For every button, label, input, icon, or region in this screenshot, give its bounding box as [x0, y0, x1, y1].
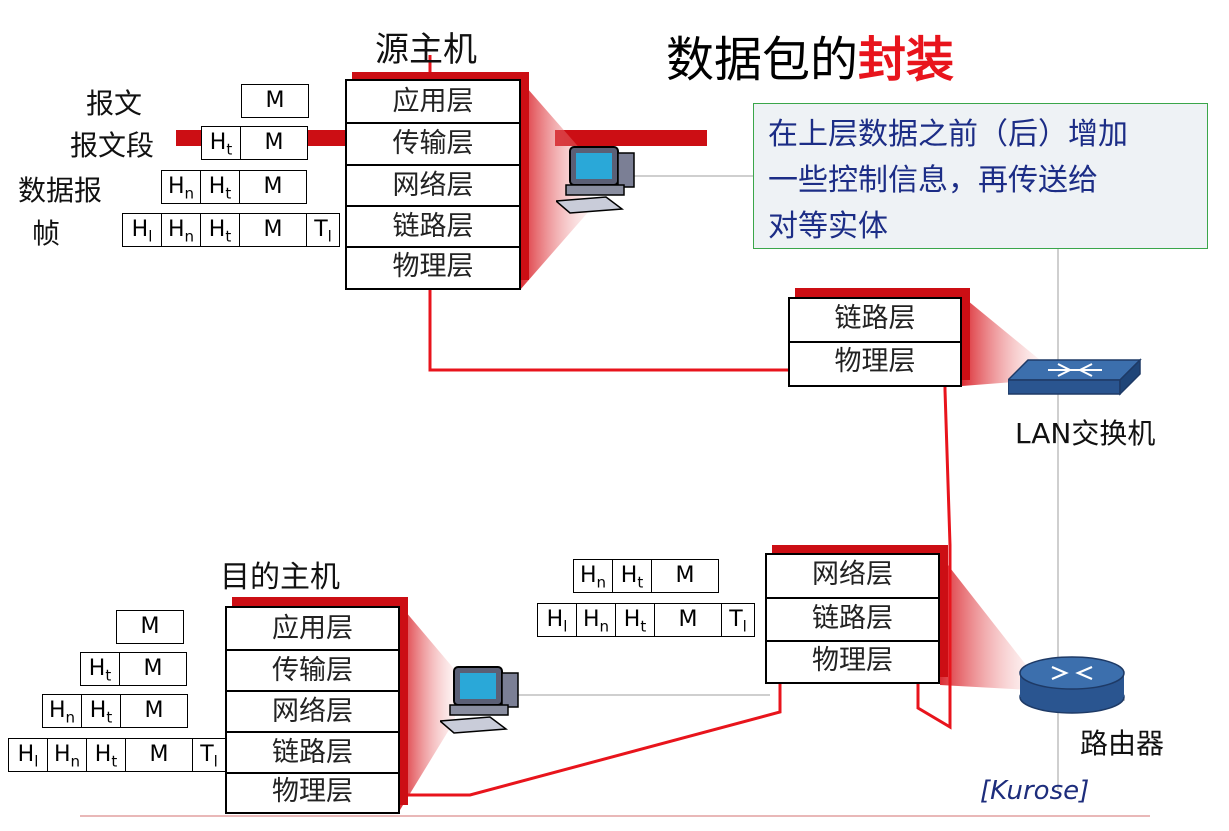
cell-hn: Hn [574, 560, 613, 592]
label-frame: 帧 [32, 217, 61, 250]
source-layer-network: 网络层 [347, 166, 519, 207]
cell-hl: Hl [123, 214, 162, 246]
cell-hl: Hl [9, 739, 48, 771]
cell-ht: Ht [81, 653, 120, 685]
cell-hn: Hn [162, 214, 201, 246]
label-message: 报文 [86, 87, 143, 120]
router-layer-network: 网络层 [767, 555, 938, 599]
dest-packet-frame: Hl Hn Ht M Tl [8, 738, 226, 772]
source-layer-transport: 传输层 [347, 124, 519, 166]
lan-switch-label: LAN交换机 [1015, 417, 1156, 450]
page-title: 数据包的封装 [666, 32, 955, 88]
dest-packet-message: M [116, 610, 184, 644]
switch-layer-link: 链路层 [790, 299, 960, 343]
source-layer-stack: 应用层 传输层 网络层 链路层 物理层 [345, 79, 521, 290]
cell-m: M [655, 604, 722, 636]
source-layer-application: 应用层 [347, 81, 519, 124]
cell-ht: Ht [82, 695, 121, 727]
dest-packet-datagram: Hn Ht M [42, 694, 188, 728]
dest-layer-transport: 传输层 [227, 651, 398, 692]
dest-fan [400, 605, 455, 810]
cell-m: M [140, 614, 160, 639]
cell-m: M [263, 174, 283, 199]
label-datagram: 数据报 [18, 174, 103, 207]
dest-layer-application: 应用层 [227, 608, 398, 651]
cell-ht: Ht [201, 171, 240, 203]
packet-message: M [241, 84, 309, 118]
packet-frame: Hl Hn Ht M Tl [122, 213, 340, 247]
source-layer-link: 链路层 [347, 207, 519, 248]
cell-m: M [240, 214, 307, 246]
source-computer-icon [556, 146, 635, 214]
lan-switch-icon [1008, 358, 1142, 396]
note-line-2: 一些控制信息，再传送给 [768, 163, 1098, 198]
router-label: 路由器 [1080, 727, 1165, 760]
switch-layer-physical: 物理层 [834, 346, 916, 377]
note-line-1: 在上层数据之前（后）增加 [768, 117, 1128, 152]
label-segment: 报文段 [70, 129, 155, 162]
cell-tl: Tl [729, 607, 747, 636]
cell-hn: Hn [48, 739, 87, 771]
dest-packet-segment: Ht M [80, 652, 187, 686]
note-line-3: 对等实体 [768, 209, 888, 244]
source-fan [520, 80, 590, 290]
cell-hn: Hn [162, 171, 201, 203]
router-packet-frame: Hl Hn Ht M Tl [537, 603, 755, 637]
cell-m: M [675, 563, 695, 588]
cell-tl: Tl [200, 742, 218, 771]
router-layer-stack: 网络层 链路层 物理层 [765, 553, 940, 684]
packet-datagram: Hn Ht M [161, 170, 307, 204]
cell-ht: Ht [201, 214, 240, 246]
source-layer-physical: 物理层 [392, 251, 474, 282]
dest-computer-icon [440, 666, 519, 734]
cell-ht: Ht [202, 127, 241, 159]
source-link-bar-right [555, 130, 707, 146]
packet-segment: Ht M [201, 126, 308, 160]
cell-m: M [144, 698, 164, 723]
cell-hn: Hn [577, 604, 616, 636]
source-host-title: 源主机 [375, 30, 477, 70]
dest-layer-stack: 应用层 传输层 网络层 链路层 物理层 [225, 606, 400, 814]
cell-hn: Hn [43, 695, 82, 727]
cell-ht: Ht [613, 560, 652, 592]
router-layer-physical: 物理层 [812, 645, 893, 676]
source-credit: [Kurose] [980, 776, 1090, 806]
switch-layer-stack: 链路层 物理层 [788, 297, 962, 387]
switch-fan [962, 296, 1040, 386]
cell-ht: Ht [616, 604, 655, 636]
dest-layer-physical: 物理层 [272, 776, 353, 807]
dest-host-title: 目的主机 [220, 560, 340, 595]
router-icon [1019, 656, 1125, 714]
cell-m: M [126, 739, 193, 771]
cell-hl: Hl [538, 604, 577, 636]
router-packet-datagram: Hn Ht M [573, 559, 719, 593]
router-layer-link: 链路层 [767, 599, 938, 642]
cell-m: M [265, 88, 285, 113]
cell-ht: Ht [87, 739, 126, 771]
dest-layer-link: 链路层 [227, 733, 398, 774]
encapsulation-note: 在上层数据之前（后）增加 一些控制信息，再传送给 对等实体 [753, 103, 1208, 249]
dest-layer-network: 网络层 [227, 692, 398, 733]
cell-tl: Tl [314, 217, 332, 246]
cell-m: M [143, 656, 163, 681]
cell-m: M [264, 130, 284, 155]
router-fan [940, 555, 1030, 690]
